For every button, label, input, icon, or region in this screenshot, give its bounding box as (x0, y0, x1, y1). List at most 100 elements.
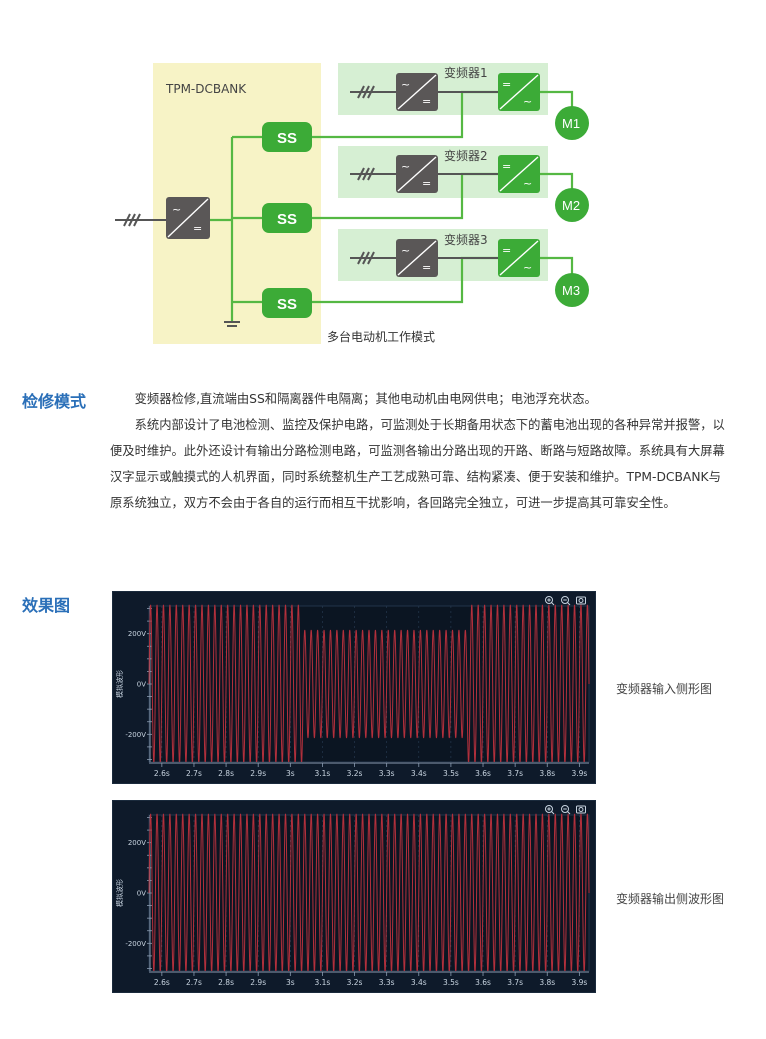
waveform-series (148, 813, 590, 973)
zoom-in-icon[interactable] (545, 596, 555, 606)
svg-text:~: ~ (523, 95, 532, 108)
svg-text:~: ~ (401, 78, 410, 91)
x-tick-label: 2.7s (186, 769, 202, 778)
svg-text:=: = (193, 222, 202, 235)
inverter-icon-1: = ~ (498, 73, 540, 111)
main-rectifier-icon: ~ = (166, 197, 210, 239)
svg-text:SS: SS (277, 211, 297, 228)
ss-switch-2: SS (262, 203, 312, 233)
x-tick-label: 3.1s (315, 769, 331, 778)
effects-heading: 效果图 (22, 596, 71, 615)
x-axis-bar (149, 971, 589, 990)
x-tick-label: 2.6s (154, 978, 170, 987)
svg-text:=: = (502, 244, 511, 257)
inverter-icon-3: = ~ (498, 239, 540, 277)
svg-text:~: ~ (401, 160, 410, 173)
inverter-label-3: 变频器3 (444, 232, 488, 247)
x-tick-label: 3s (286, 978, 295, 987)
system-diagram: TPM-DCBANK ~ = SS SS SS (115, 63, 589, 344)
maintenance-text: 变频器检修,直流端由SS和隔离器件电隔离；其他电动机由电网供电；电池浮充状态。 … (110, 386, 732, 516)
x-tick-label: 2.6s (154, 769, 170, 778)
camera-icon[interactable] (576, 596, 586, 605)
ground-icon (224, 321, 240, 327)
dcbank-label: TPM-DCBANK (165, 82, 247, 96)
output-waveform-caption: 变频器输出侧波形图 (616, 892, 725, 906)
rectifier-icon-2: ~ = (396, 155, 438, 193)
y-axis-label: 模拟波形 (115, 879, 124, 907)
y-tick-label: 0V (137, 890, 146, 898)
plot-area (148, 605, 590, 763)
svg-text:SS: SS (277, 130, 297, 147)
maintenance-paragraph-1: 变频器检修,直流端由SS和隔离器件电隔离；其他电动机由电网供电；电池浮充状态。 (134, 392, 597, 406)
inverter-label-2: 变频器2 (444, 148, 488, 163)
x-tick-label: 3.9s (571, 978, 587, 987)
svg-text:SS: SS (277, 296, 297, 313)
maintenance-paragraph-2: 系统内部设计了电池检测、监控及保护电路，可监测处于长期备用状态下的蓄电池出现的各… (110, 418, 725, 510)
x-tick-label: 2.9s (250, 978, 266, 987)
x-tick-label: 3.4s (411, 978, 427, 987)
y-tick-label: 200V (128, 630, 146, 638)
scope-svg: 200V 0V -200V 模拟波形 2.6s 2.7s 2.8s 2.9s 3s 3.1s 3.2… (115, 805, 590, 990)
zoom-out-icon[interactable] (561, 596, 571, 606)
ss-switch-3: SS (262, 288, 312, 318)
y-tick-label: 0V (137, 681, 146, 689)
x-tick-label: 3.7s (507, 978, 523, 987)
three-phase-mark-icon (357, 251, 375, 265)
y-tick-label: -200V (125, 731, 146, 739)
x-tick-label: 3.5s (443, 978, 459, 987)
svg-text:M2: M2 (562, 198, 580, 213)
x-tick-label: 3.3s (379, 769, 395, 778)
input-waveform-caption: 变频器输入侧形图 (616, 682, 713, 696)
zoom-out-icon[interactable] (561, 805, 571, 815)
x-axis-bar (149, 762, 589, 781)
y-axis-label: 模拟波形 (115, 670, 124, 698)
three-phase-mark-icon (357, 167, 375, 181)
x-tick-label: 3.1s (315, 978, 331, 987)
camera-icon[interactable] (576, 805, 586, 814)
x-tick-label: 3.6s (475, 769, 491, 778)
x-tick-label: 3.4s (411, 769, 427, 778)
svg-text:=: = (422, 261, 431, 274)
svg-text:=: = (422, 95, 431, 108)
plot-area (148, 814, 590, 972)
x-tick-label: 3.6s (475, 978, 491, 987)
x-tick-label: 2.7s (186, 978, 202, 987)
x-tick-label: 2.8s (218, 978, 234, 987)
waveform-series (148, 604, 590, 764)
motor-2: M2 (555, 188, 589, 222)
svg-text:~: ~ (172, 203, 181, 216)
ss-switch-1: SS (262, 122, 312, 152)
motor-3: M3 (555, 273, 589, 307)
x-tick-label: 3.7s (507, 769, 523, 778)
inverter-icon-2: = ~ (498, 155, 540, 193)
x-tick-label: 3.9s (571, 769, 587, 778)
svg-text:~: ~ (523, 261, 532, 274)
three-phase-mark-icon (357, 85, 375, 99)
svg-text:M1: M1 (562, 116, 580, 131)
svg-text:=: = (502, 160, 511, 173)
x-tick-label: 2.9s (250, 769, 266, 778)
output-waveform-chart: 200V 0V -200V 模拟波形 2.6s 2.7s 2.8s 2.9s 3s 3.1s 3.2… (112, 800, 596, 993)
zoom-in-icon[interactable] (545, 805, 555, 815)
three-phase-mark-icon (123, 213, 141, 227)
y-tick-label: 200V (128, 839, 146, 847)
rectifier-icon-1: ~ = (396, 73, 438, 111)
x-tick-label: 3.3s (379, 978, 395, 987)
inverter-label-1: 变频器1 (444, 65, 488, 80)
x-tick-label: 3.8s (539, 769, 555, 778)
x-tick-label: 3s (286, 769, 295, 778)
svg-text:~: ~ (523, 177, 532, 190)
x-tick-label: 3.5s (443, 769, 459, 778)
diagram-caption: 多台电动机工作模式 (327, 329, 435, 344)
y-tick-label: -200V (125, 940, 146, 948)
svg-text:=: = (502, 78, 511, 91)
maintenance-heading: 检修模式 (22, 392, 87, 411)
x-tick-label: 3.8s (539, 978, 555, 987)
rectifier-icon-3: ~ = (396, 239, 438, 277)
svg-text:M3: M3 (562, 283, 580, 298)
x-tick-label: 2.8s (218, 769, 234, 778)
x-tick-label: 3.2s (347, 978, 363, 987)
svg-text:~: ~ (401, 244, 410, 257)
